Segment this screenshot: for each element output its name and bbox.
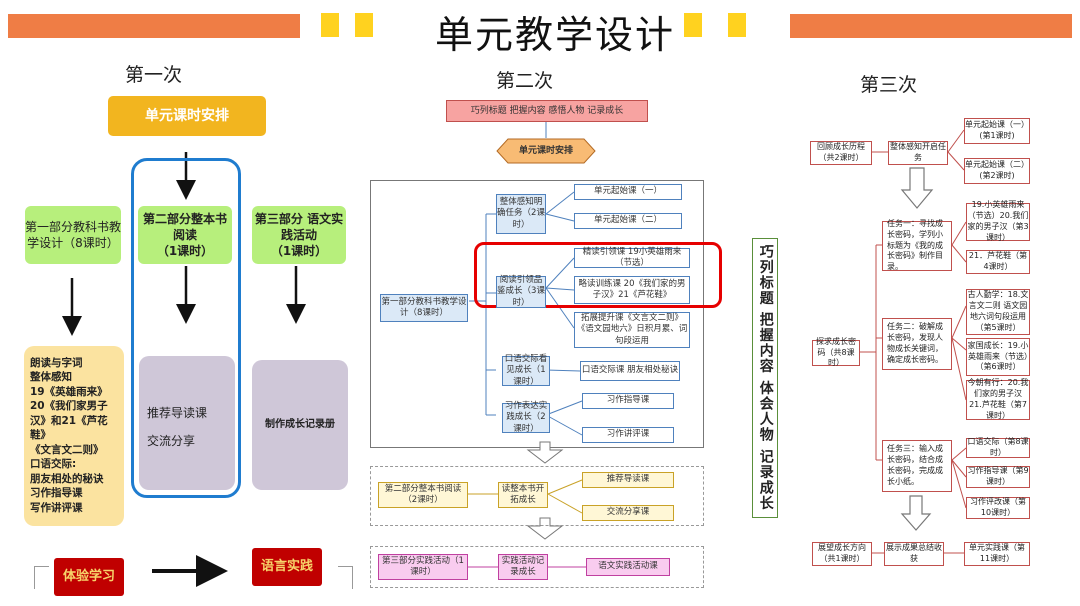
g1-item: 单元起始课（二）	[574, 213, 682, 229]
part3-box: 第三部分实践活动（1课时）	[378, 554, 468, 580]
showcase-box: 展示成果总结收获	[884, 542, 944, 566]
part2-middle: 读整本书开拓成长	[498, 482, 548, 508]
section-heading: 第三次	[860, 74, 918, 96]
blue-frame	[131, 158, 241, 498]
g2-item: 精读引领课 19小英雄雨来（节选）	[574, 247, 690, 268]
header-bar-left	[8, 14, 300, 38]
group4-box: 习作表达实践成长（2课时）	[502, 401, 550, 434]
task2-item: 古人勤学：18.文言文二则 语文园地六词句段运用（第5课时）	[966, 289, 1030, 335]
start-lesson-2: 单元起始课（二）(第2课时)	[964, 158, 1030, 184]
part2-item: 交流分享课	[582, 505, 674, 521]
task3-item: 习作指导课（第9课时）	[966, 466, 1030, 488]
content-list: 朗读与字词 整体感知 19《英雄雨来》 20《我们家男子汉》和21《芦花鞋》 《…	[24, 346, 124, 526]
part3-frame	[370, 546, 704, 588]
header-bar-right	[790, 14, 1072, 38]
group3-box: 口语交际看见成长（1课时）	[502, 354, 550, 387]
reading-line: 推荐导读课	[147, 406, 208, 420]
list-item: 朗读与字词	[30, 357, 83, 369]
g2-item: 略读训练课 20《我们家的男子汉》21《芦花鞋》	[574, 276, 690, 304]
experience-learning: 体验学习	[54, 558, 124, 596]
start-lesson-1: 单元起始课（一）(第1课时)	[964, 118, 1030, 144]
part1-box: 第一部分教科书教学设计（8课时）	[380, 294, 468, 322]
g1-item: 单元起始课（一）	[574, 184, 682, 200]
explore-box: 探求成长密码（共8课时）	[812, 337, 860, 367]
schedule-arrow-shape	[496, 138, 596, 164]
task2-box: 任务二：破解成长密码，发现人物成长关键词，确定成长密码。	[882, 318, 952, 370]
schedule-box: 单元课时安排	[108, 96, 266, 136]
part1-box: 第一部分教科书教学设计（8课时）	[25, 206, 121, 264]
list-item: 20《我们家男子汉》和21《芦花鞋》	[30, 400, 108, 442]
part2-item: 推荐导读课	[582, 472, 674, 488]
header-square	[355, 13, 373, 37]
part2-box: 第二部分整本书阅读 （1课时）	[138, 206, 232, 264]
section-heading: 第一次	[125, 64, 183, 86]
section3-connectors	[860, 129, 967, 554]
section-heading: 第二次	[496, 70, 554, 92]
task3-item: 口语交际（第8课时）	[966, 437, 1030, 458]
bracket-left	[34, 566, 49, 589]
header-square	[684, 13, 702, 37]
task3-box: 任务三：输入成长密码，结合成长密码，完成成长小纸。	[882, 440, 952, 492]
task1-item: 19.小英雄雨来（节选）20.我们家的男子汉（第3课时）	[966, 200, 1030, 242]
list-item: 《文言文二则》	[30, 443, 104, 456]
bracket-right	[338, 566, 353, 589]
g2-item: 拓展提升课《文言文二则》《语文园地六》日积月累、词句段运用	[574, 312, 690, 348]
language-practice: 语言实践	[252, 548, 322, 586]
record-book-box: 制作成长记录册	[252, 360, 348, 490]
review-box: 回顾成长历程（共2课时）	[810, 141, 872, 165]
g3-item: 口语交际课 朋友相处秘诀	[580, 361, 680, 381]
list-item: 习作指导课	[30, 487, 83, 500]
highlight-frame	[474, 242, 722, 308]
task2-item: 家国成长：19.小英雄雨来（节选）（第6课时）	[966, 338, 1030, 376]
list-item: 整体感知	[30, 371, 72, 384]
part3-box: 第三部分 语文实践活动 （1课时）	[252, 206, 346, 264]
schedule-arrow: 单元课时安排	[518, 145, 573, 156]
header-square	[321, 13, 339, 37]
task3-item: 习作评改课（第10课时）	[966, 497, 1030, 519]
reading-line: 交流分享	[147, 433, 196, 448]
list-item: 19《英雄雨来》	[30, 385, 108, 398]
perceive-box: 整体感知开启任务	[888, 141, 948, 165]
part3-middle: 实践活动记录成长	[498, 554, 548, 580]
part2-box: 第二部分整本书阅读（2课时）	[378, 482, 468, 508]
part1-frame	[370, 180, 704, 448]
banner: 巧列标题 把握内容 感悟人物 记录成长	[446, 100, 648, 122]
part2-frame	[370, 466, 704, 526]
g4-item: 习作讲评课	[582, 427, 674, 443]
g4-item: 习作指导课	[582, 393, 674, 409]
task1-item: 21．芦花鞋（第4课时）	[966, 250, 1030, 274]
part3-title: 第三部分 语文实践活动	[254, 211, 344, 242]
task1-box: 任务一：寻找成长密码，学列小标题为《我的成长密码》制作目录。	[882, 219, 952, 271]
part2-title: 第二部分整本书阅读	[142, 211, 227, 242]
vertical-theme: 巧列标题 把握内容 体会人物 记录成长	[752, 238, 778, 518]
group1-box: 整体感知明确任务（2课时）	[496, 194, 546, 234]
group2-box: 阅读引领品鉴成长（3课时）	[496, 274, 546, 308]
part2-hours: （1课时）	[156, 244, 214, 259]
part3-hours: （1课时）	[270, 244, 328, 259]
list-item: 口语交际:	[30, 458, 77, 471]
list-item: 朋友相处的秘诀	[30, 472, 104, 485]
vertical-theme-text: 巧列标题 把握内容 体会人物 记录成长	[757, 244, 774, 512]
section2-connectors	[468, 122, 586, 568]
part3-item: 语文实践活动课	[586, 558, 670, 576]
outlook-box: 展望成长方向（共1课时）	[812, 542, 872, 566]
reading-box: 推荐导读课 交流分享	[139, 356, 235, 490]
list-item: 写作讲评课	[30, 501, 83, 514]
practice-lesson: 单元实践课（第11课时）	[964, 542, 1030, 566]
header-square	[728, 13, 746, 37]
page-title: 单元教学设计	[435, 13, 676, 57]
task2-item: 今朝有行：20.我们家的男子汉 21.芦花鞋（第7课时）	[966, 378, 1030, 420]
